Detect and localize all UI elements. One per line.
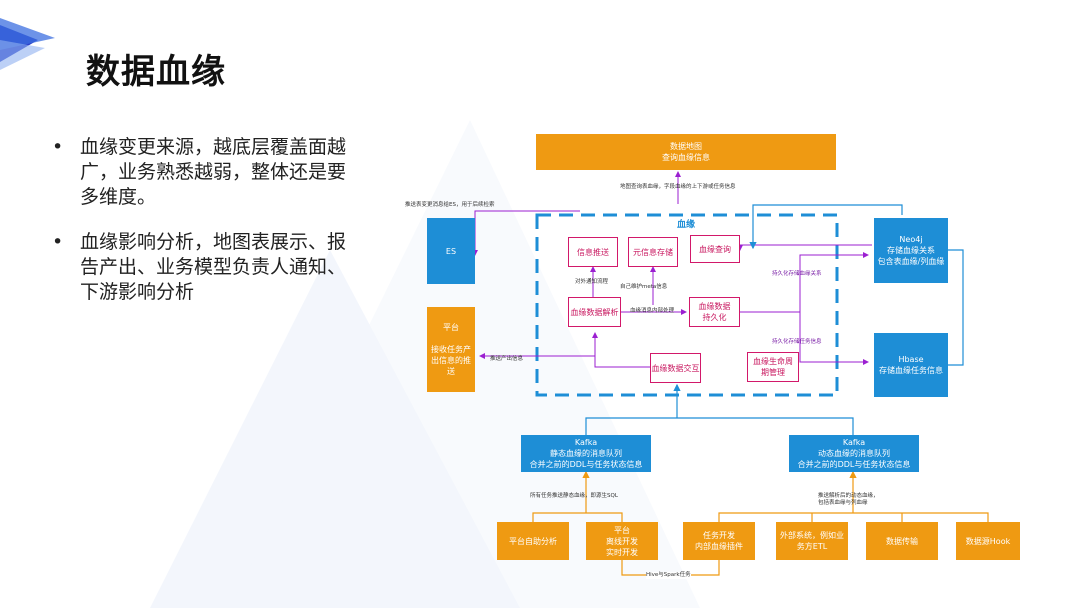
label-static-sql: 所有任务推送静态血缘，即源生SQL (530, 493, 618, 499)
info-push-box: 信息推送 (568, 237, 618, 267)
bullet-item: • 血缘影响分析，地图表展示、报告产出、业务模型负责人通知、下游影响分析 (52, 230, 352, 305)
hbase-box: Hbase 存储血缘任务信息 (874, 333, 948, 397)
arrow-to-query (737, 244, 872, 251)
bullet-symbol: • (52, 136, 64, 158)
bullet-text: 血缘变更来源，越底层覆盖面越广，业务熟悉越弱，整体还是要多维度。 (80, 136, 347, 208)
line-kafka-join (585, 417, 854, 435)
arrow-to-neo4j (740, 252, 869, 313)
platform-push-box: 平台 接收任务产出信息的推送 (427, 307, 475, 392)
lifecycle-box: 血缘生命周期管理 (747, 352, 799, 382)
corner-triangle-mid (0, 18, 55, 50)
line-neo4j-hbase (948, 249, 964, 366)
label-push-output: 推送产出信息 (490, 356, 524, 362)
bullet-symbol: • (52, 231, 64, 253)
label-external-notify: 对外通知流程 (575, 279, 609, 285)
label-hive-spark: Hive与Spark任务 (646, 572, 691, 579)
kafka-static-box: Kafka 静态血缘的消息队列 合并之前的DDL与任务状态信息 (521, 435, 651, 472)
lineage-query-box: 血缘查询 (690, 235, 740, 263)
line-static-sources (532, 512, 623, 522)
arrow-to-hbase (799, 312, 869, 365)
bullet-list: • 血缘变更来源，越底层覆盖面越广，业务熟悉越弱，整体还是要多维度。 • 血缘影… (52, 135, 352, 325)
neo4j-box: Neo4j 存储血缘关系 包含表血缘/列血缘 (874, 218, 948, 283)
data-transfer-box: 数据传输 (866, 522, 938, 560)
line-dynamic-sources (718, 512, 989, 522)
label-dynamic-parse: 推送解析后的动态血缘， 包括表血缘与列血缘 (818, 493, 879, 506)
lineage-parse-box: 血缘数据解析 (568, 297, 621, 327)
label-map-query: 地图查询表血缘，字段血缘的上下游或任务信息 (620, 184, 736, 190)
bullet-text: 血缘影响分析，地图表展示、报告产出、业务模型负责人通知、下游影响分析 (80, 231, 347, 303)
line-neo4j-to-query (749, 204, 903, 250)
task-dev-box: 任务开发 内部血缘插件 (683, 522, 755, 560)
zone-label: 血缘 (677, 220, 696, 230)
arrow-interact-to-parse (592, 332, 650, 368)
lineage-persist-box: 血缘数据持久化 (689, 297, 740, 327)
corner-triangle-light (0, 40, 45, 70)
bullet-item: • 血缘变更来源，越底层覆盖面越广，业务熟悉越弱，整体还是要多维度。 (52, 135, 352, 210)
platform-dev-box: 平台 离线开发 实时开发 (586, 522, 658, 560)
arrow-to-es (472, 210, 580, 256)
datamap-box: 数据地图 查询血缘信息 (536, 134, 836, 170)
lineage-interact-box: 血缘数据交互 (650, 353, 701, 383)
es-box: ES (427, 218, 475, 284)
label-persist-task: 持久化存储任务信息 (772, 339, 822, 345)
self-analysis-box: 平台自助分析 (497, 522, 569, 560)
external-box: 外部系统，例如业务方ETL (776, 522, 848, 560)
meta-store-box: 元信息存储 (628, 237, 678, 267)
label-self-meta: 自己维护meta信息 (620, 284, 668, 290)
page-title: 数据血缘 (86, 52, 226, 92)
label-persist-relation: 持久化存储血缘关系 (772, 271, 822, 277)
lineage-zone-border (535, 213, 839, 397)
kafka-dynamic-box: Kafka 动态血缘的消息队列 合并之前的DDL与任务状态信息 (789, 435, 919, 472)
label-push-es: 推送表变更消息给ES，用于后续检索 (405, 202, 495, 208)
label-internal-process: 血缘消息内部处理 (630, 308, 675, 314)
datasource-hook-box: 数据源Hook (956, 522, 1020, 560)
